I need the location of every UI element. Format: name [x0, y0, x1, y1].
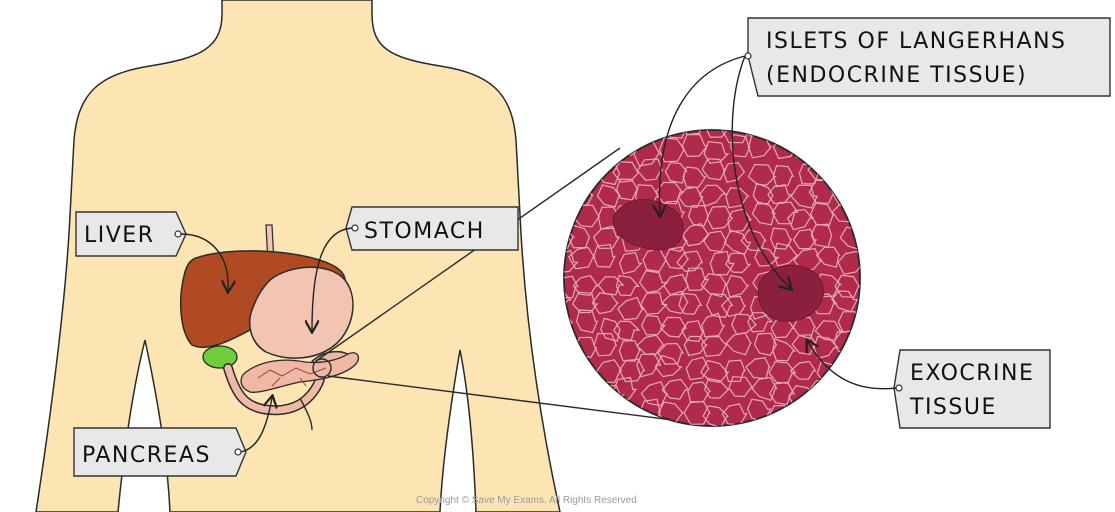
tissue-cell: [615, 115, 637, 138]
label-exocrine-line2: TISSUE: [909, 395, 997, 420]
tissue-cell: [831, 140, 856, 159]
tissue-cell: [546, 333, 572, 356]
label-exocrine-line1: EXOCRINE: [910, 361, 1034, 386]
label-pancreas: PANCREAS: [74, 428, 246, 476]
tissue-cell: [571, 377, 596, 399]
label-stomach-text: STOMACH: [364, 219, 485, 244]
label-stomach: STOMACH: [346, 207, 518, 250]
tissue-cell: [743, 115, 769, 136]
tissue-cell: [547, 355, 572, 377]
tissue-cell: [795, 113, 817, 135]
tissue-cell: [813, 402, 834, 423]
tissue-cell: [553, 200, 578, 223]
tissue-cell: [763, 115, 789, 136]
tissue-cell: [569, 139, 594, 161]
tissue-cell: [572, 115, 596, 136]
label-islets-line1: ISLETS OF LANGERHANS: [766, 29, 1067, 54]
label-liver: LIVER: [76, 212, 186, 256]
tissue-cell: [552, 384, 579, 406]
gallbladder: [203, 346, 237, 368]
tissue-cell: [835, 159, 858, 178]
tissue-cell: [578, 401, 602, 423]
tissue-cell: [821, 135, 844, 155]
tissue-cell: [550, 117, 574, 138]
label-exocrine: EXOCRINE TISSUE: [894, 350, 1050, 428]
label-liver-text: LIVER: [84, 223, 154, 248]
tissue-cell: [614, 408, 638, 426]
tissue-cell: [640, 115, 661, 138]
tissue-cell: [573, 364, 594, 386]
tissue-cell: [593, 118, 621, 140]
label-islets: ISLETS OF LANGERHANS (ENDOCRINE TISSUE): [745, 18, 1110, 96]
copyright-notice: Copyright © Save My Exams. All Rights Re…: [416, 495, 637, 506]
tissue-cell: [841, 122, 862, 142]
tissue-cell: [591, 410, 615, 429]
tissue-cell: [840, 384, 860, 405]
label-pancreas-text: PANCREAS: [82, 443, 211, 468]
label-islets-line2: (ENDOCRINE TISSUE): [766, 63, 1027, 88]
tissue-cell: [818, 124, 839, 144]
tissue-cell: [550, 138, 572, 157]
tissue-cell: [840, 402, 863, 425]
